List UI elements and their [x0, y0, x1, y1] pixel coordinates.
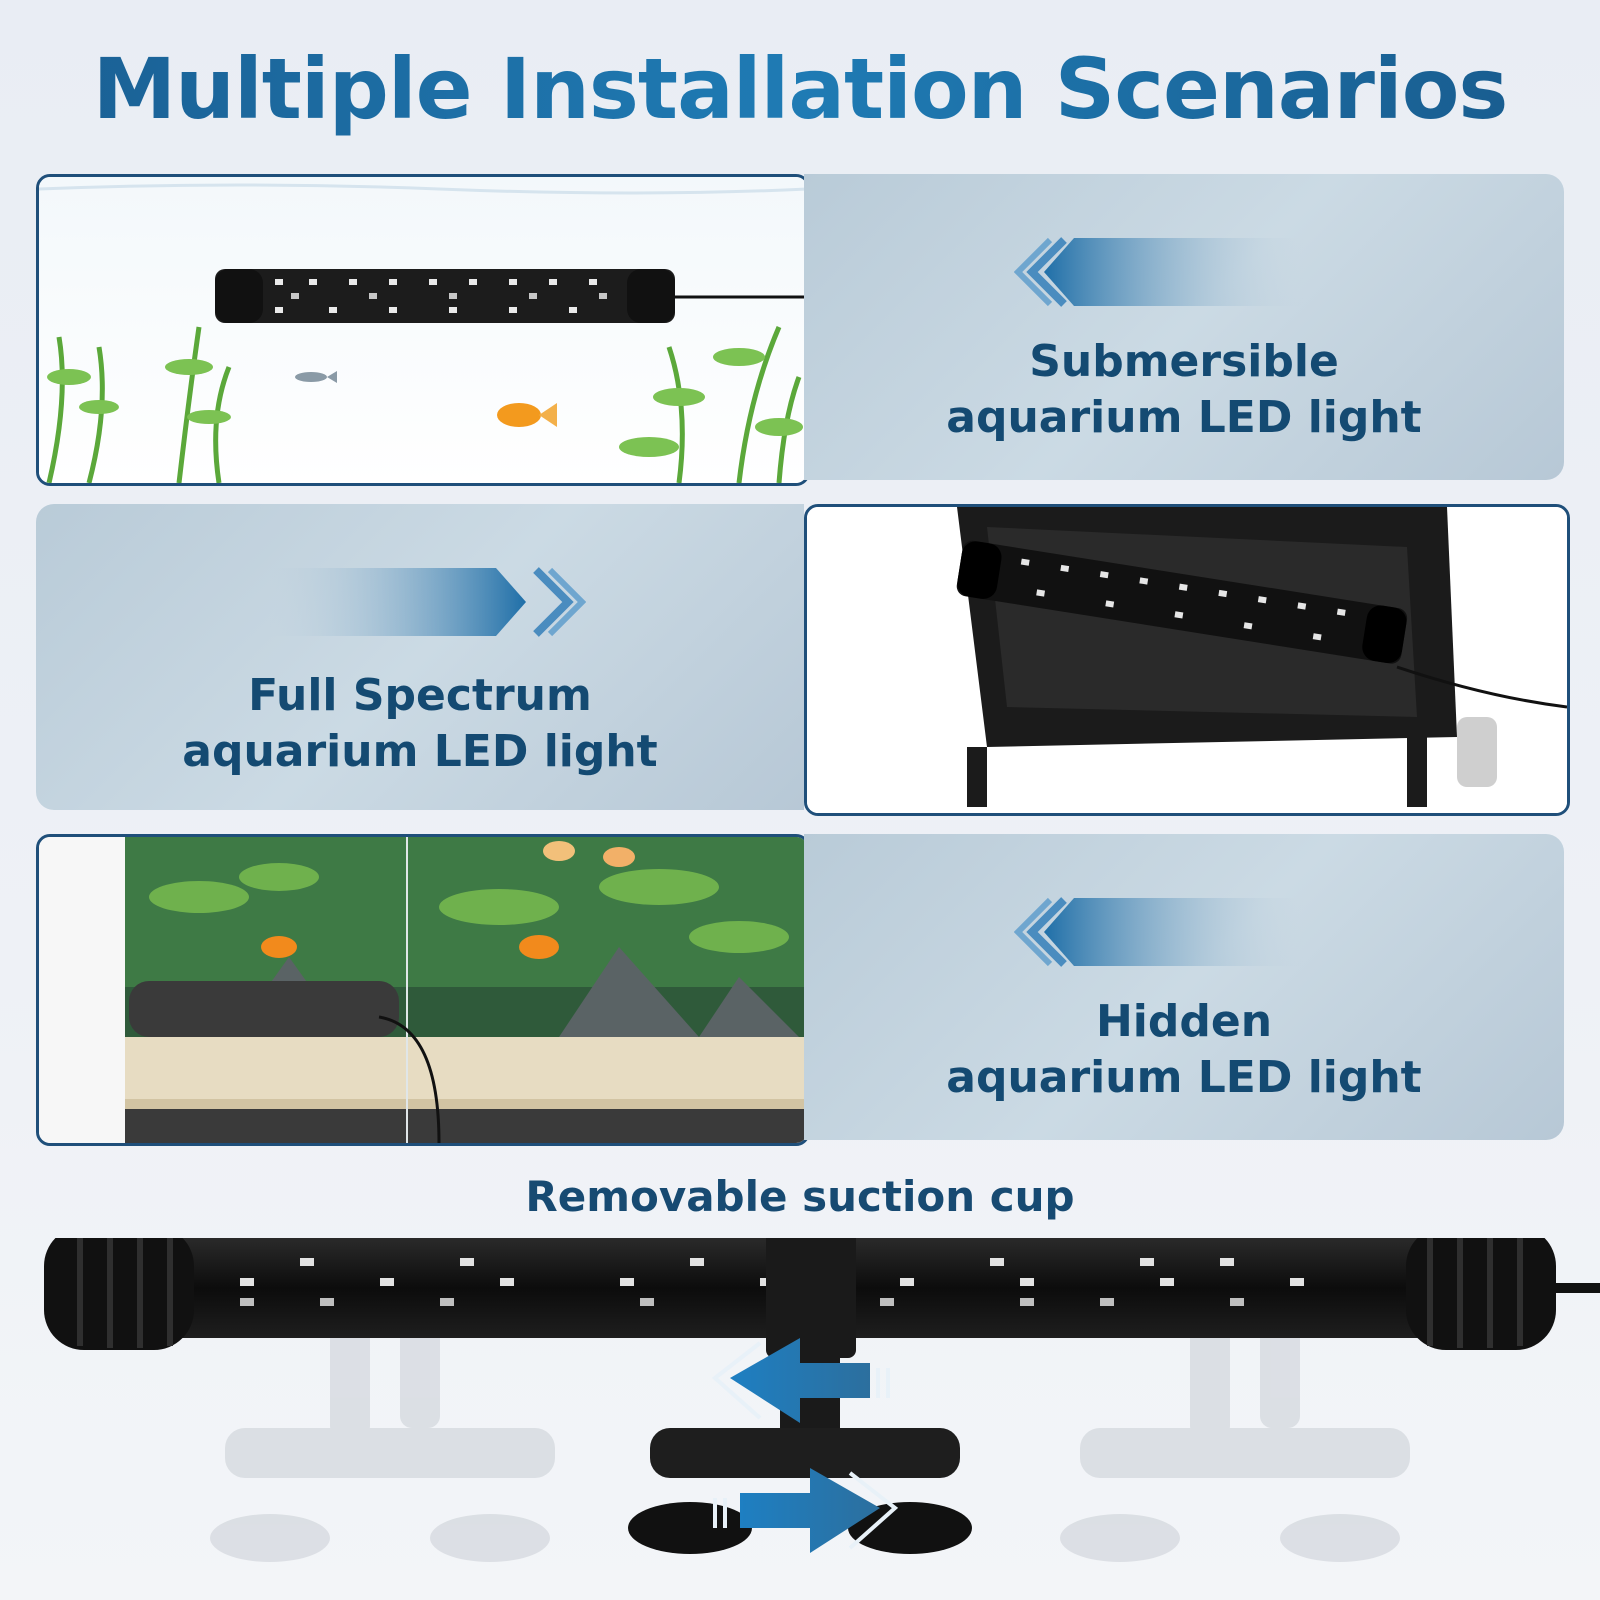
scenario-2-subtitle: aquarium LED light — [182, 726, 658, 777]
light-bar-illustration — [44, 1238, 1600, 1562]
scenario-3-subtitle: aquarium LED light — [946, 1052, 1422, 1103]
feature-label: Removable suction cup — [525, 1172, 1075, 1221]
arrow-left-icon — [711, 1338, 890, 1423]
scenario-1-title: Submersible — [1029, 336, 1339, 387]
hidden-photo — [36, 834, 810, 1146]
scenario-3-title: Hidden — [1095, 996, 1273, 1047]
arrow-left-icon — [1014, 237, 1304, 307]
arrow-right-icon — [713, 1468, 899, 1553]
arrow-left-icon — [1014, 897, 1304, 967]
submersible-caption-panel: Submersible aquarium LED light — [804, 174, 1564, 480]
scenario-2-title: Full Spectrum — [248, 670, 592, 721]
full-spectrum-photo — [804, 504, 1570, 816]
full-spectrum-caption-panel: Full Spectrum aquarium LED light — [36, 504, 804, 810]
arrow-right-icon — [266, 567, 586, 637]
hidden-caption-panel: Hidden aquarium LED light — [804, 834, 1564, 1140]
page-title: Multiple Installation Scenarios — [0, 40, 1600, 138]
submersible-photo — [36, 174, 810, 486]
scenario-1-subtitle: aquarium LED light — [946, 392, 1422, 443]
